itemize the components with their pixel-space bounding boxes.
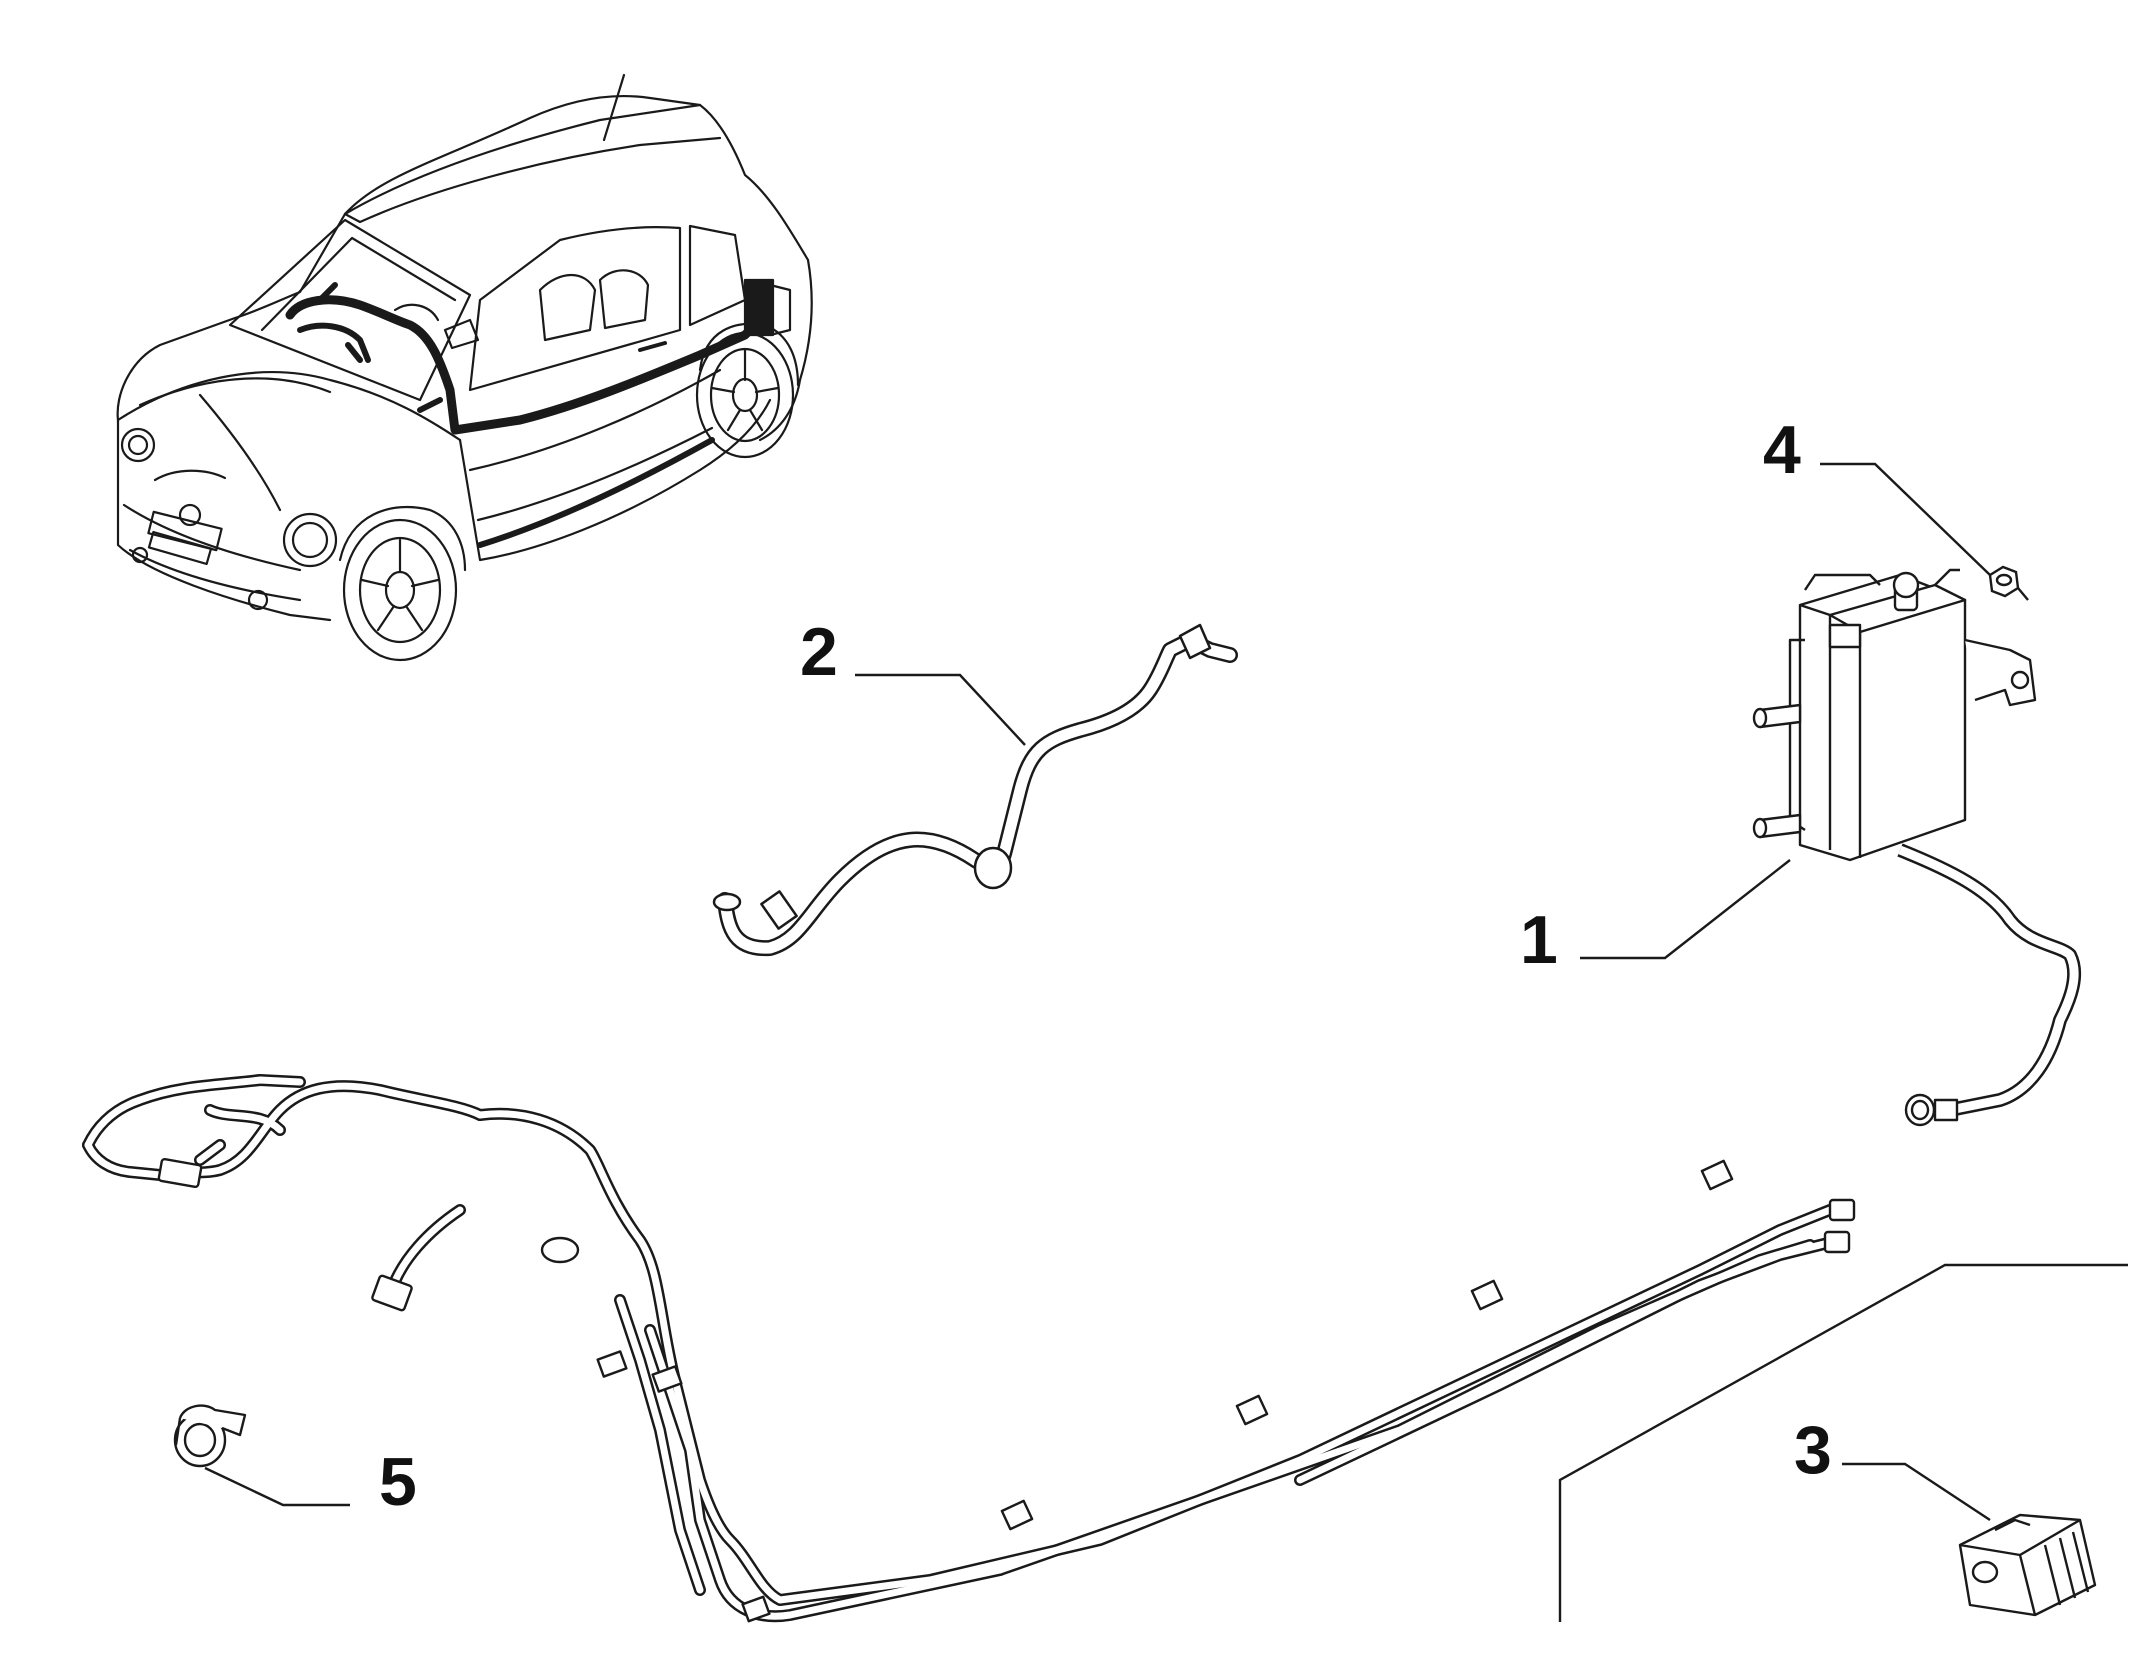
callout-4: 4 bbox=[1763, 412, 1801, 488]
vapour-hose-part bbox=[712, 623, 1238, 957]
rubber-mount-part bbox=[1958, 1513, 2097, 1617]
callout-3: 3 bbox=[1794, 1412, 1832, 1488]
callout-2: 2 bbox=[800, 614, 838, 690]
callout-5: 5 bbox=[379, 1444, 417, 1520]
pipe-clip-part bbox=[173, 1404, 247, 1468]
nut-part bbox=[1988, 565, 2029, 601]
leader-lines bbox=[204, 462, 1991, 1522]
car-illustration bbox=[116, 73, 813, 662]
fuel-line-harness bbox=[82, 1074, 1856, 1623]
section-divider bbox=[1558, 1263, 2128, 1622]
callout-1: 1 bbox=[1520, 902, 1558, 978]
canister-part bbox=[1752, 568, 2082, 1127]
